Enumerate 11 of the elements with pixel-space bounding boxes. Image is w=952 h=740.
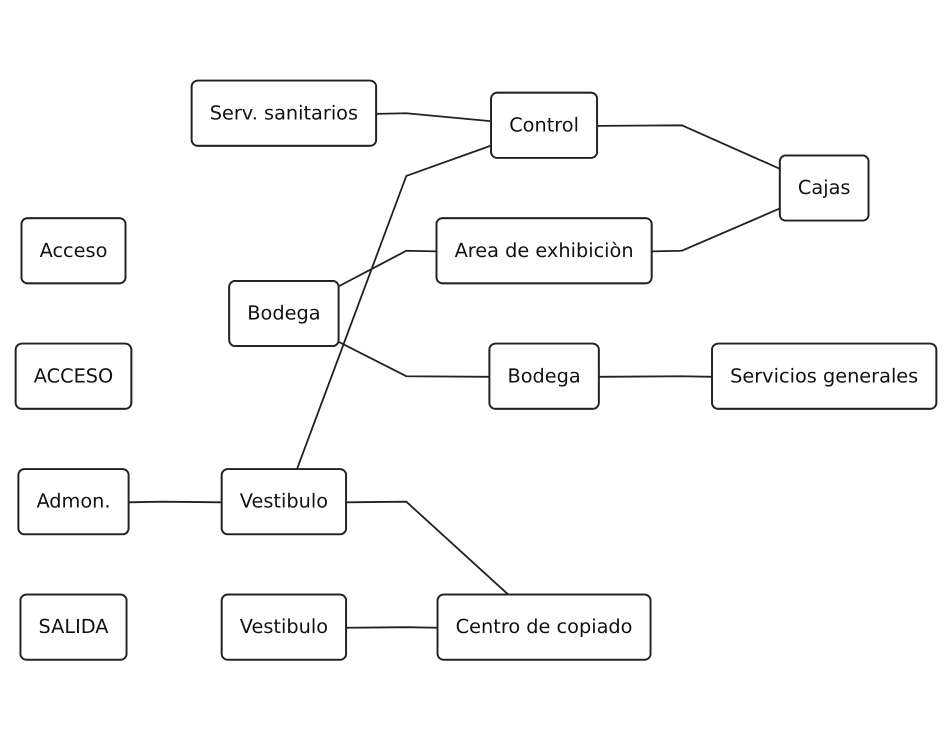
connector — [652, 207, 781, 252]
connector — [346, 500, 510, 596]
connector — [338, 341, 490, 378]
connector — [599, 375, 713, 378]
connector — [376, 112, 492, 122]
connector — [598, 124, 781, 170]
connector — [296, 144, 492, 470]
connector — [346, 626, 438, 628]
connector — [129, 500, 222, 503]
connector — [338, 250, 438, 287]
diagram: Acceso ACCESO Admon. Serv. sanitarios Bodega Vestibulo Control Area de exhibiciòn Bodega SALIDA Cajas Servicios generales Vestibulo Centro de copiado — [6, 70, 946, 670]
